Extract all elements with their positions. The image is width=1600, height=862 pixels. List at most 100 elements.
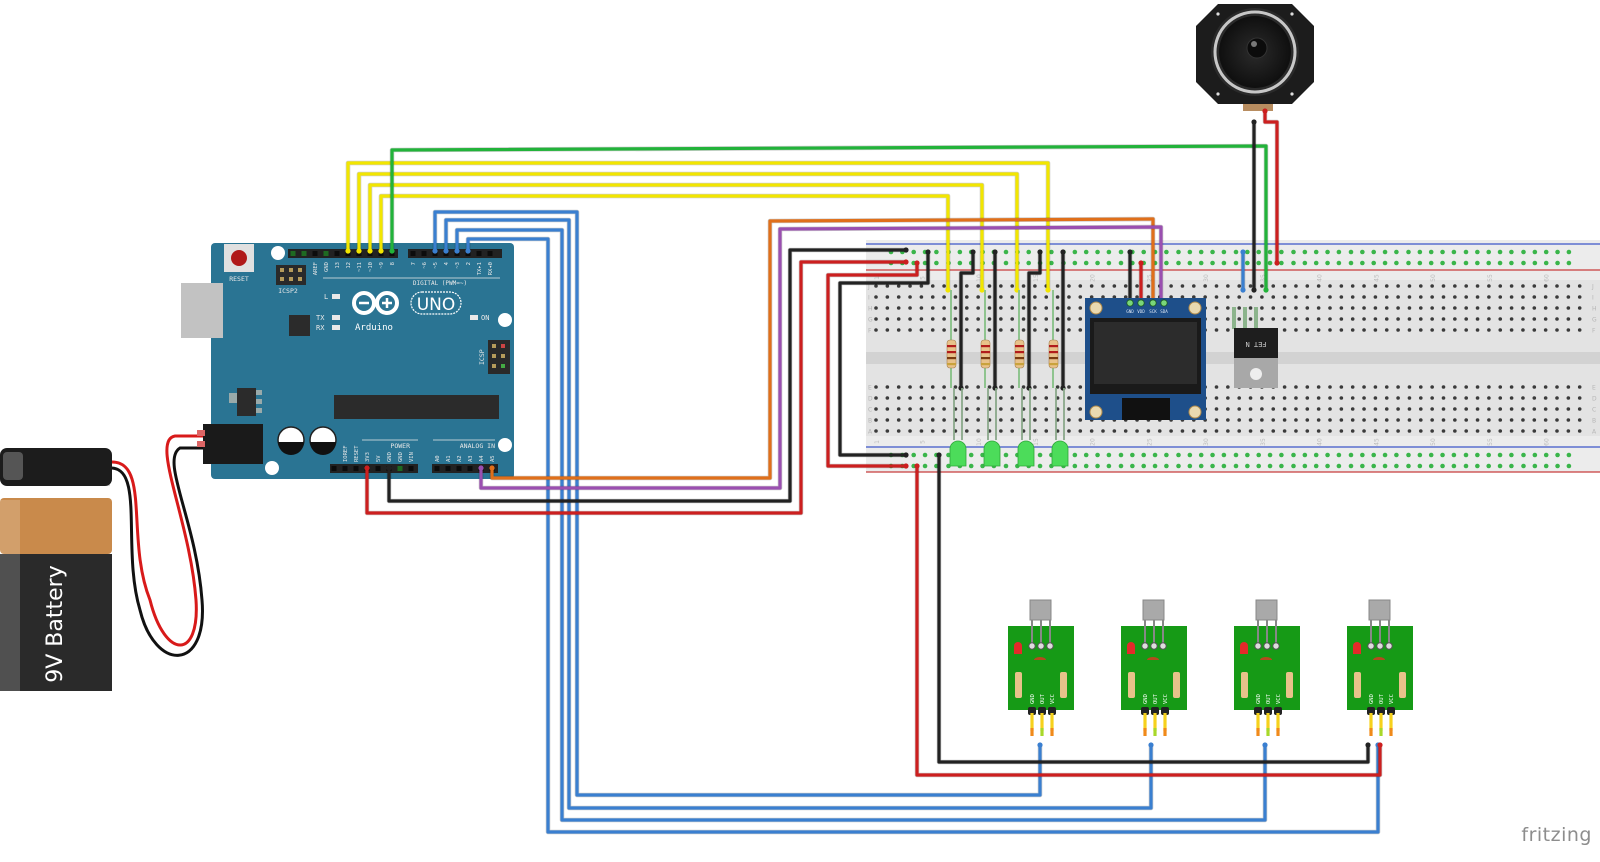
rail-hole <box>1198 260 1204 266</box>
breadboard-hole <box>976 295 980 299</box>
wire-yellow-pin10[interactable] <box>368 183 984 290</box>
battery-body <box>0 554 112 691</box>
breadboard-hole <box>1294 385 1298 389</box>
wire-red-speaker-vcc[interactable] <box>1263 111 1279 263</box>
breadboard-hole <box>1067 418 1071 422</box>
wire-red-sensor-vcc[interactable] <box>915 466 1382 777</box>
digital-pin[interactable] <box>312 251 318 256</box>
breadboard-hole <box>930 284 935 288</box>
breadboard-hole <box>1453 306 1457 310</box>
digital-pin[interactable] <box>290 251 296 256</box>
wire-yellow-pin11[interactable] <box>357 172 1019 290</box>
breadboard-hole <box>1543 396 1548 400</box>
breadboard-hole <box>874 418 878 422</box>
breadboard-hole <box>1441 306 1446 310</box>
digital-pin-label: 2 <box>466 262 472 265</box>
digital-pin[interactable] <box>410 251 416 256</box>
wire-black-sensor-gnd[interactable] <box>937 455 1370 764</box>
wire-green-pin8-end <box>389 248 395 254</box>
breadboard-hole <box>965 396 969 400</box>
wire-blue-pin2[interactable] <box>466 237 1380 834</box>
column-number: 55 <box>1487 438 1494 446</box>
led-tx-label: TX <box>316 314 325 322</box>
sensor-wire-mid <box>1266 728 1270 736</box>
breadboard-hole <box>1021 295 1026 299</box>
led-l <box>332 294 340 299</box>
digital-pin[interactable] <box>301 251 307 256</box>
battery-shine <box>0 500 20 691</box>
rail-hole <box>1210 260 1215 266</box>
power-pin[interactable] <box>353 466 359 471</box>
power-pin[interactable] <box>397 466 403 471</box>
power-pin[interactable] <box>375 466 381 471</box>
rail-hole <box>1440 463 1445 469</box>
wire-red-rail-link[interactable] <box>826 263 919 468</box>
breadboard-hole <box>1384 284 1389 288</box>
wire-black-led1-gnd[interactable] <box>959 252 975 388</box>
digital-pin[interactable] <box>421 251 427 256</box>
digital-pin[interactable] <box>323 251 329 256</box>
reset-button-cap[interactable] <box>231 250 247 266</box>
digital-pin[interactable] <box>334 251 340 256</box>
wire-black-led3-gnd[interactable] <box>1027 252 1042 388</box>
breadboard-hole <box>1577 317 1582 321</box>
breadboard-hole <box>1373 407 1378 411</box>
rail-hole <box>1302 452 1308 458</box>
breadboard-hole <box>1260 429 1264 433</box>
breadboard-hole <box>1475 429 1480 433</box>
power-pin[interactable] <box>342 466 348 471</box>
breadboard-hole <box>1464 295 1468 299</box>
analog-pin[interactable] <box>445 466 451 471</box>
breadboard-hole <box>1509 317 1514 321</box>
wire-blue-pin5[interactable] <box>433 210 1042 797</box>
breadboard-hole <box>908 295 912 299</box>
sensor-transistor <box>1142 599 1165 621</box>
digital-pin[interactable] <box>487 251 493 256</box>
wire-blue-pin3[interactable] <box>455 228 1267 822</box>
breadboard-hole <box>1316 295 1321 299</box>
breadboard-hole <box>1498 407 1503 411</box>
wire-purple-a4-sda[interactable] <box>479 225 1163 490</box>
digital-pin[interactable] <box>476 251 482 256</box>
rail-hole <box>968 463 974 469</box>
breadboard-hole <box>1033 418 1037 422</box>
sensor-wire-mid <box>1256 728 1260 736</box>
breadboard-hole <box>1407 385 1412 389</box>
breadboard-hole <box>1498 385 1503 389</box>
rail-hole <box>1325 452 1330 458</box>
sensor-wire-yellow <box>1389 713 1393 731</box>
sensor-header-pin <box>1038 707 1046 715</box>
breadboard-hole <box>1543 407 1548 411</box>
arduino-text: Arduino <box>355 323 393 333</box>
analog-pin[interactable] <box>456 466 462 471</box>
breadboard-hole <box>1509 385 1514 389</box>
sensor-wire-yellow <box>1143 713 1147 731</box>
power-pin[interactable] <box>408 466 414 471</box>
analog-pin[interactable] <box>434 466 440 471</box>
breadboard-hole <box>1521 306 1525 310</box>
sensor-pin-label: OUT <box>1266 693 1272 704</box>
wire-black-rail-link[interactable] <box>838 252 930 457</box>
wire-yellow-pin9[interactable] <box>379 194 950 290</box>
power-pin-label: RESET <box>354 445 360 462</box>
rail-hole <box>1394 260 1399 266</box>
power-pin[interactable] <box>331 466 337 471</box>
breadboard-hole <box>1475 295 1480 299</box>
rail-hole <box>1463 249 1469 255</box>
digital-pin-label: 7 <box>411 262 417 265</box>
rail-hole <box>1221 463 1227 469</box>
analog-pin[interactable] <box>467 466 473 471</box>
breadboard-hole <box>1316 317 1321 321</box>
sensor-header-pin <box>1028 707 1036 715</box>
sensor-pad <box>1254 642 1262 650</box>
breadboard-hole <box>930 306 935 310</box>
wire-red-5v[interactable] <box>365 260 906 515</box>
wire-orange-a5-sck[interactable] <box>490 217 1155 480</box>
digital-pin-label: 13 <box>335 262 341 269</box>
wire-black-gnd[interactable] <box>387 248 906 503</box>
breadboard-hole <box>1248 407 1253 411</box>
breadboard-hole <box>1350 396 1355 400</box>
wire-green-pin8[interactable] <box>390 144 1268 290</box>
rail-hole <box>1026 260 1031 266</box>
column-number: 15 <box>1033 438 1040 446</box>
